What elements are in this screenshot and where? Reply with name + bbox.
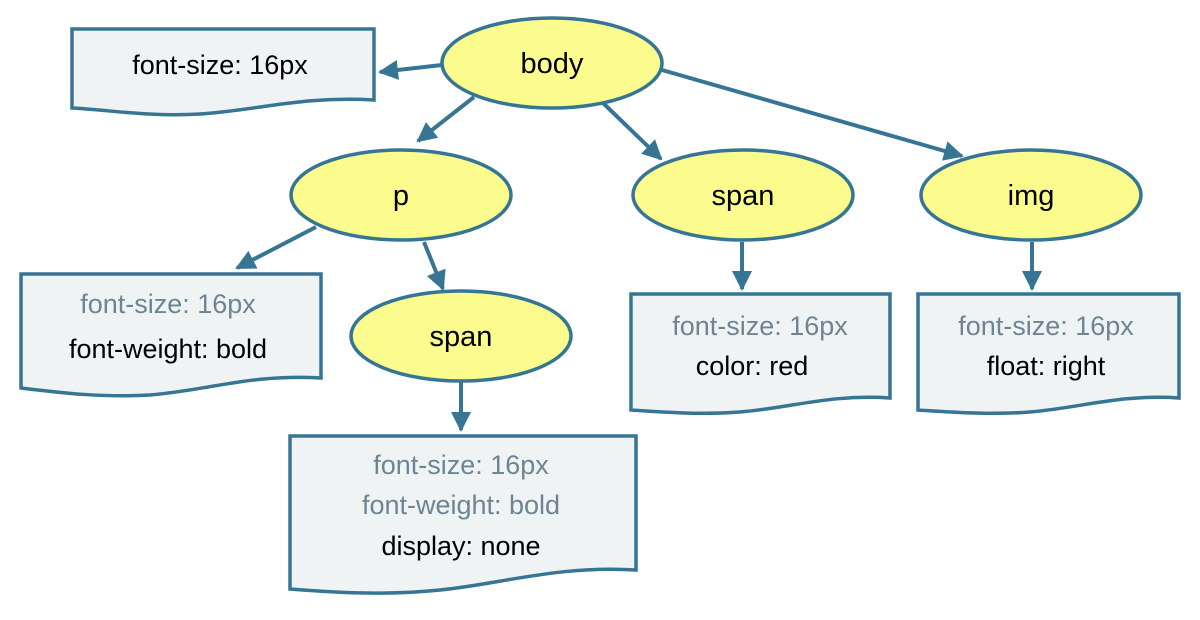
element-node-label: img xyxy=(1008,180,1055,212)
element-node-label: body xyxy=(521,48,584,80)
style-property-own: color: red xyxy=(696,351,809,381)
edge-p-to-span-child xyxy=(422,241,446,291)
element-node-label: span xyxy=(430,321,493,353)
element-node-body: body xyxy=(440,16,664,110)
style-box-span-child: font-size: 16px font-weight: bold displa… xyxy=(288,434,638,595)
edge-body-to-p xyxy=(416,95,476,143)
edge-body-to-img xyxy=(661,68,964,161)
style-box-p: font-size: 16px font-weight: bold xyxy=(19,272,323,398)
style-property-own: font-size: 16px xyxy=(132,50,308,80)
style-box-img: font-size: 16px float: right xyxy=(916,292,1181,416)
style-box-span-top: font-size: 16px color: red xyxy=(629,292,892,416)
style-box-body: font-size: 16px xyxy=(70,27,376,117)
element-node-label: span xyxy=(712,180,775,212)
element-node-label: p xyxy=(393,180,409,212)
style-property-own: display: none xyxy=(381,531,540,561)
style-property-inherited: font-size: 16px xyxy=(958,311,1134,341)
element-node-img: img xyxy=(919,148,1143,242)
edge-body-to-body-style xyxy=(378,60,443,80)
style-property-inherited: font-weight: bold xyxy=(362,490,560,520)
style-property-inherited: font-size: 16px xyxy=(672,311,848,341)
element-node-span-top: span xyxy=(631,148,855,242)
style-property-own: float: right xyxy=(987,351,1106,381)
edge-p-to-p-style xyxy=(235,225,317,270)
edge-body-to-span-top xyxy=(601,101,663,161)
style-property-inherited: font-size: 16px xyxy=(80,289,256,319)
style-property-inherited: font-size: 16px xyxy=(373,450,549,480)
element-node-span-child: span xyxy=(349,289,573,383)
element-node-p: p xyxy=(289,148,513,242)
style-property-own: font-weight: bold xyxy=(69,334,267,364)
edges xyxy=(235,60,1042,432)
